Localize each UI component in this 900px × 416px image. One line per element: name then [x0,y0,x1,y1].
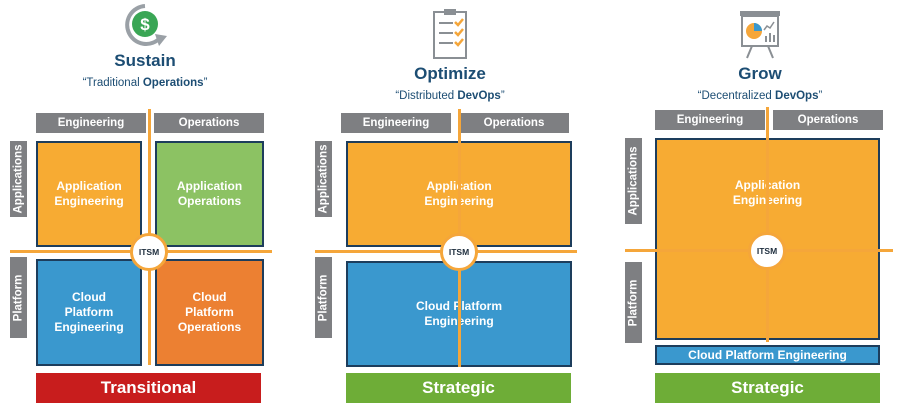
model-subtitle: “Distributed DevOps” [395,90,505,102]
side-label-platform: Platform [10,257,27,338]
checklist-clipboard-icon [433,9,467,59]
footer-label: Strategic [655,373,880,403]
side-label-applications: Applications [625,138,642,224]
svg-text:$: $ [140,15,150,34]
model-grow: Grow “Decentralized DevOps” Engineering … [625,0,895,416]
model-sustain: $ Sustain “Traditional Operations” Engin… [10,0,280,416]
footer-label: Transitional [36,373,261,403]
model-title: Optimize [414,64,486,83]
side-label-platform: Platform [315,257,332,338]
model-title: Sustain [114,51,176,70]
header-engineering: Engineering [341,113,451,133]
header-engineering: Engineering [36,113,146,133]
itsm-circle: ITSM [748,232,786,270]
header-operations: Operations [773,110,883,130]
model-optimize: Optimize “Distributed DevOps” Engineerin… [315,0,585,416]
header-operations: Operations [459,113,569,133]
side-label-applications: Applications [10,141,27,217]
model-subtitle: “Traditional Operations” [82,77,208,89]
footer-label: Strategic [346,373,571,403]
itsm-circle: ITSM [130,233,168,271]
vertical-divider [766,107,769,342]
itsm-circle: ITSM [440,233,478,271]
side-label-platform: Platform [625,262,642,343]
model-title: Grow [738,64,782,83]
dollar-cycle-icon: $ [125,4,167,46]
header-engineering: Engineering [655,110,765,130]
model-subtitle: “Decentralized DevOps” [697,90,823,102]
header-operations: Operations [154,113,264,133]
presentation-board-icon [740,11,780,59]
box-cloud-platform-engineering: Cloud Platform Engineering [655,345,880,365]
side-label-applications: Applications [315,141,332,217]
